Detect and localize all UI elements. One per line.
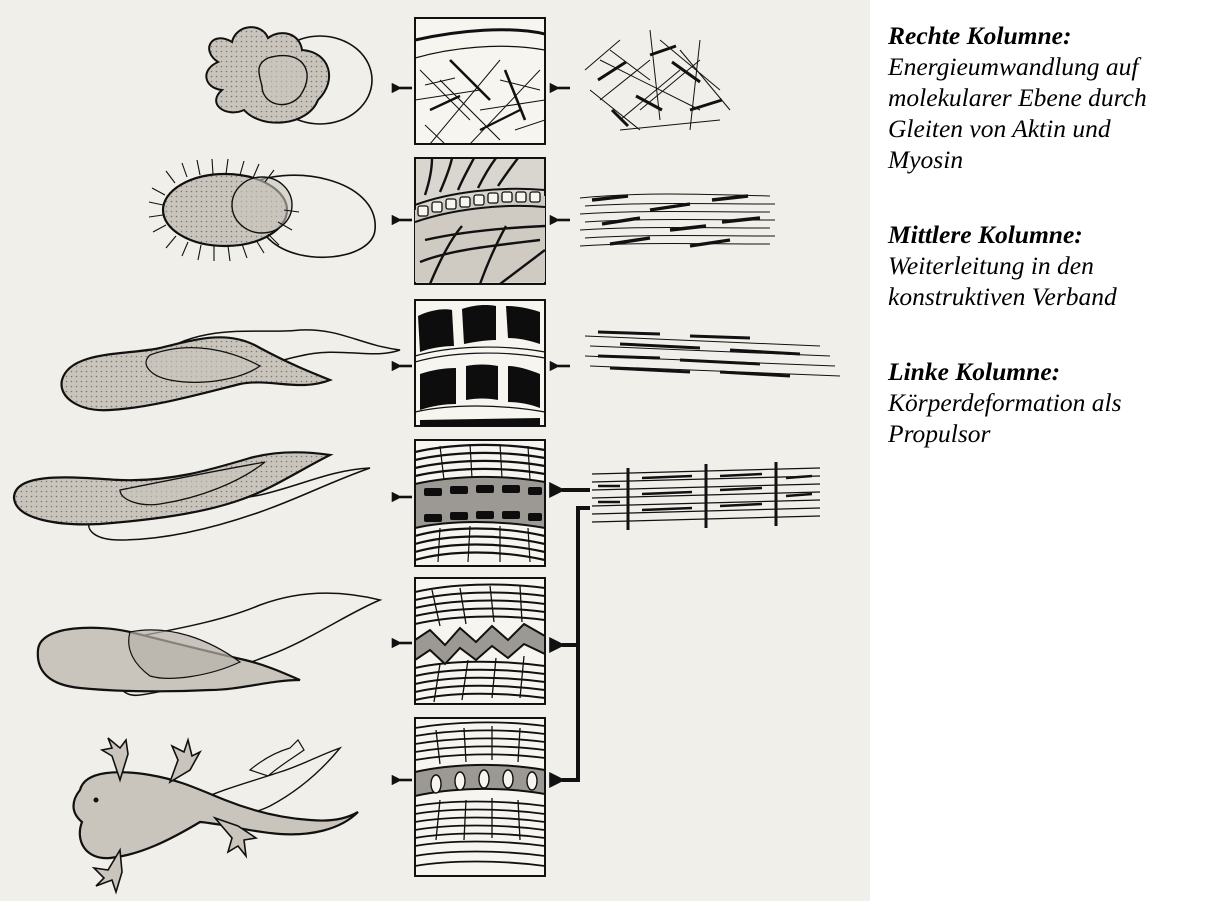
tissue-panel-3 xyxy=(415,300,545,426)
caption-heading: Rechte Kolumne: xyxy=(888,20,1223,51)
molecular-panel-2 xyxy=(580,194,775,246)
caption-line: konstruktiven Verband xyxy=(888,281,1223,312)
tissue-panel-2 xyxy=(415,158,545,284)
caption-line: Gleiten von Aktin und xyxy=(888,113,1223,144)
tissue-panel-5 xyxy=(415,578,545,704)
caption-line: Energieumwandlung auf xyxy=(888,51,1223,82)
molecular-panel-3 xyxy=(585,332,840,376)
organism-fish xyxy=(38,593,380,695)
caption-line: Weiterleitung in den xyxy=(888,250,1223,281)
organism-worm xyxy=(14,452,370,540)
caption-heading: Mittlere Kolumne: xyxy=(888,219,1223,250)
left-arrows xyxy=(400,88,412,780)
caption-right-column: Rechte Kolumne: Energieumwandlung auf mo… xyxy=(888,20,1223,175)
molecular-panel-1 xyxy=(585,30,730,130)
caption-panel: Rechte Kolumne: Energieumwandlung auf mo… xyxy=(888,20,1223,493)
organism-lizard xyxy=(74,738,359,892)
middle-arrows xyxy=(558,88,570,366)
caption-middle-column: Mittlere Kolumne: Weiterleitung in den k… xyxy=(888,219,1223,312)
branching-arrow xyxy=(562,490,590,780)
caption-line: Propulsor xyxy=(888,418,1223,449)
organism-flatworm xyxy=(62,330,400,410)
tissue-panel-4 xyxy=(415,440,545,566)
diagram-figure xyxy=(0,0,870,901)
tissue-panel-6 xyxy=(415,718,545,876)
caption-line: Körperdeformation als xyxy=(888,387,1223,418)
caption-heading: Linke Kolumne: xyxy=(888,356,1223,387)
caption-left-column: Linke Kolumne: Körperdeformation als Pro… xyxy=(888,356,1223,449)
organism-ciliate xyxy=(149,159,375,261)
caption-line: molekularer Ebene durch xyxy=(888,82,1223,113)
organism-amoeba xyxy=(206,27,372,124)
caption-line: Myosin xyxy=(888,144,1223,175)
molecular-sarcomere xyxy=(592,462,820,530)
tissue-panel-1 xyxy=(415,18,545,144)
